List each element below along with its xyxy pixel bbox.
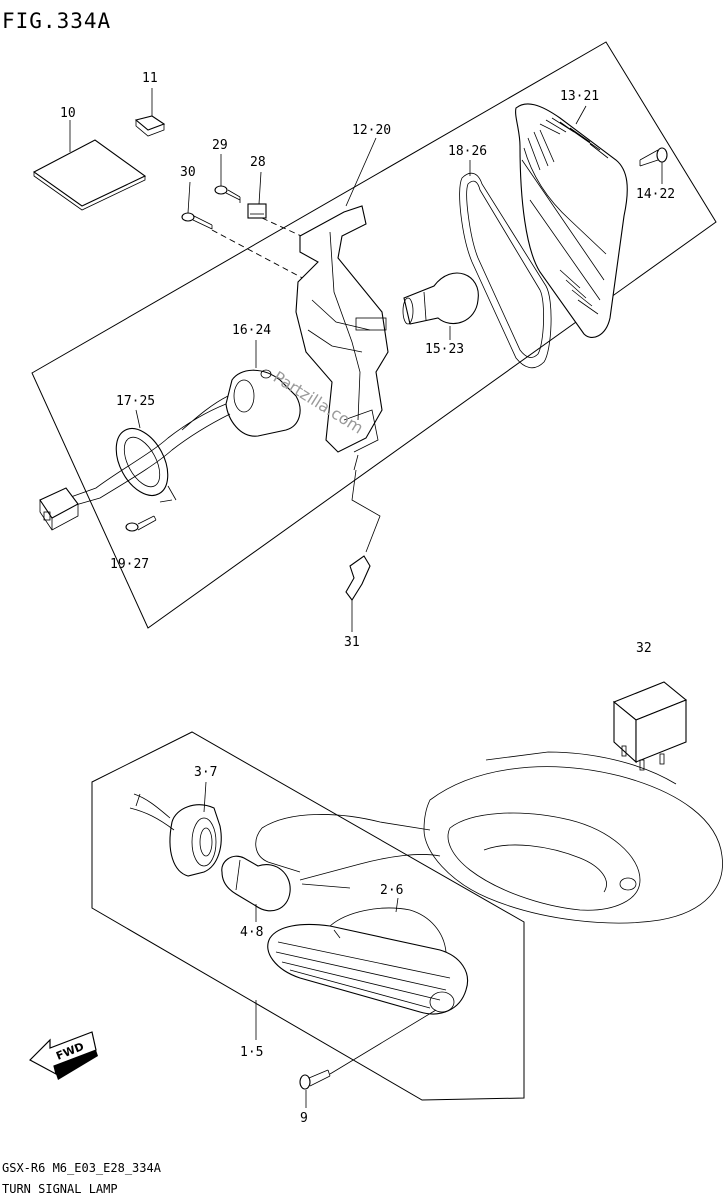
callout-14-22: 14·22 [636, 187, 675, 202]
part-2-6-lens[interactable] [267, 897, 468, 1015]
part-10-pad[interactable] [32, 120, 147, 211]
part-11-clip[interactable] [134, 88, 166, 137]
callout-12-20: 12·20 [352, 123, 391, 138]
callout-2-6: 2·6 [380, 883, 403, 898]
callout-31: 31 [344, 635, 360, 650]
part-15-23-bulb[interactable] [402, 272, 479, 340]
part-30-screw[interactable] [181, 181, 213, 230]
callout-17-25: 17·25 [116, 394, 155, 409]
callout-4-8: 4·8 [240, 925, 263, 940]
connector-plug[interactable] [39, 487, 79, 531]
part-14-22-screw[interactable] [639, 147, 668, 184]
mirror-housing [255, 751, 723, 924]
part-12-20-housing[interactable] [295, 137, 389, 471]
part-4-8-bulb[interactable] [221, 855, 291, 922]
part-16-24-socket[interactable] [225, 340, 301, 437]
part-19-27-screw[interactable] [125, 485, 177, 532]
part-18-26-gasket[interactable] [459, 160, 552, 369]
part-3-7-socket[interactable] [169, 781, 222, 877]
part-32-relay[interactable] [612, 681, 688, 771]
callout-13-21: 13·21 [560, 89, 599, 104]
callout-3-7: 3·7 [194, 765, 217, 780]
callout-15-23: 15·23 [425, 342, 464, 357]
wire-harness [67, 395, 231, 507]
callout-30: 30 [180, 165, 196, 180]
part-31-clip[interactable] [345, 469, 381, 632]
callout-29: 29 [212, 138, 228, 153]
lower-assembly-frame [91, 731, 525, 1101]
alignment-line [211, 229, 311, 283]
callout-18-26: 18·26 [448, 144, 487, 159]
callout-9: 9 [300, 1111, 308, 1126]
callout-11: 11 [142, 71, 158, 86]
part-9-screw[interactable] [299, 1009, 437, 1108]
callout-28: 28 [250, 155, 266, 170]
part-29-screw[interactable] [214, 154, 241, 203]
part-13-21-lens[interactable] [515, 103, 628, 338]
upper-assembly-frame [31, 41, 717, 629]
callout-10: 10 [60, 106, 76, 121]
callout-16-24: 16·24 [232, 323, 271, 338]
callout-32: 32 [636, 641, 652, 656]
callout-1-5: 1·5 [240, 1045, 263, 1060]
fwd-arrow-icon: FWD [29, 1031, 98, 1080]
figure-caption: TURN SIGNAL LAMP [2, 1182, 118, 1196]
callout-19-27: 19·27 [110, 557, 149, 572]
part-28-nut[interactable] [247, 171, 267, 219]
part-17-25-grommet[interactable] [106, 409, 179, 504]
model-code: GSX-R6 M6_E03_E28_334A [2, 1161, 162, 1175]
socket-wires [129, 793, 175, 831]
figure-title: FIG.334A [2, 9, 111, 33]
